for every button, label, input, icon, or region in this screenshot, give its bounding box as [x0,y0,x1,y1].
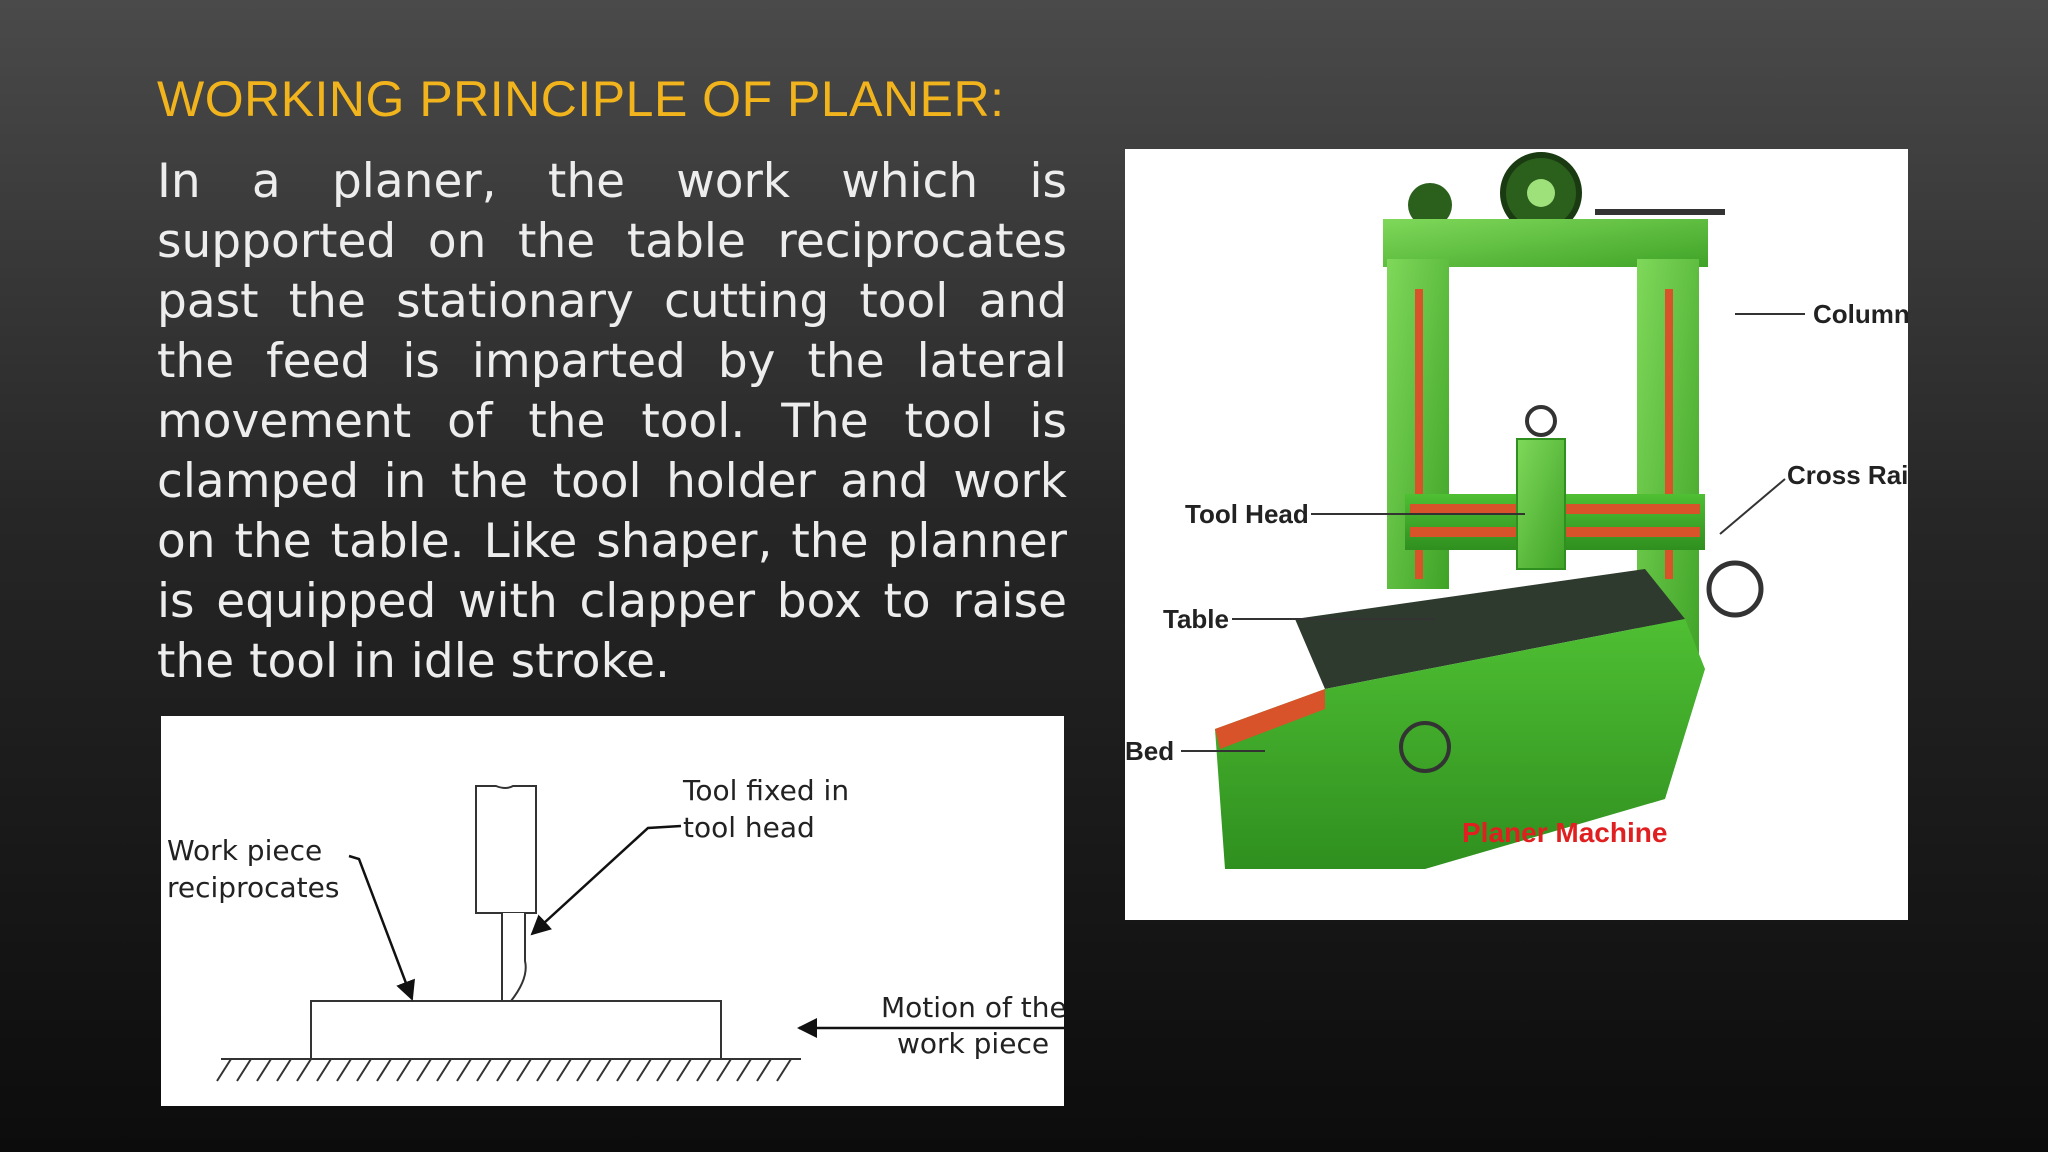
hatch-mark [256,1058,272,1082]
hatch-mark [336,1058,352,1082]
drive-wheel-hub [1527,179,1555,207]
photo-caption: Planer Machine [1462,817,1667,848]
work-piece-arrow [348,854,415,1001]
hatch-mark [416,1058,432,1082]
hatch-mark [296,1058,312,1082]
side-handwheel [1706,560,1764,618]
hatch-mark [456,1058,472,1082]
left-column-guide [1415,289,1423,579]
slide-title: WORKING PRINCIPLE OF PLANER: [157,71,1005,127]
hatch-mark [696,1058,712,1082]
hatch-mark [716,1058,732,1082]
column-label: Column [1813,299,1908,329]
hatch-mark [216,1058,232,1082]
hatch-mark [576,1058,592,1082]
hatch-mark [496,1058,512,1082]
tool-holder [475,785,537,914]
hatch-mark [776,1058,792,1082]
hatch-mark [316,1058,332,1082]
tool-label-line1: Tool fixed in [682,774,849,807]
planer-schematic-diagram: Work piece reciprocates Tool fixed in to… [161,716,1064,1106]
hatch-mark [476,1058,492,1082]
tool-head-handwheel [1525,405,1557,437]
slide-body-text: In a planer, the work which is supported… [157,154,1067,689]
hatch-mark [616,1058,632,1082]
bed-label: Bed [1125,736,1174,766]
table-label: Table [1163,604,1229,634]
hatch-mark [736,1058,752,1082]
tool-head-label: Tool Head [1185,499,1309,529]
tool-label-line2: tool head [683,811,815,844]
hatch-mark [436,1058,452,1082]
cross-rail-label: Cross Rail [1787,460,1908,490]
hatch-mark [556,1058,572,1082]
tool-head [1516,438,1566,570]
bed-front-guide [1215,689,1325,749]
hatch-mark [236,1058,252,1082]
hatch-mark [756,1058,772,1082]
drive-shaft [1595,209,1725,215]
planer-machine-photo: Column Cross Rail Tool Head Table Bed Pl… [1125,149,1908,920]
hatch-mark [276,1058,292,1082]
drive-pulley [1408,183,1452,227]
hatch-mark [536,1058,552,1082]
hatch-mark [636,1058,652,1082]
hatch-mark [656,1058,672,1082]
work-piece-label-line2: reciprocates [167,871,339,904]
cutting-tool [501,913,527,1002]
ground-hatching [216,1058,792,1082]
tool-arrow [530,824,682,936]
work-piece-label-line1: Work piece [167,834,322,867]
hatch-mark [356,1058,372,1082]
right-column-guide [1665,289,1673,579]
hatch-mark [396,1058,412,1082]
hatch-mark [376,1058,392,1082]
hatch-mark [516,1058,532,1082]
work-piece [310,1000,722,1060]
machine-bed [1215,619,1705,869]
manufacturer-logo-icon [1399,721,1451,773]
cross-rail-leader-line [1719,478,1786,535]
hatch-mark [676,1058,692,1082]
machine-table [1295,569,1685,689]
motion-label-line1: Motion of the [881,991,1064,1024]
hatch-mark [596,1058,612,1082]
motion-label-line2: work piece [897,1027,1049,1060]
